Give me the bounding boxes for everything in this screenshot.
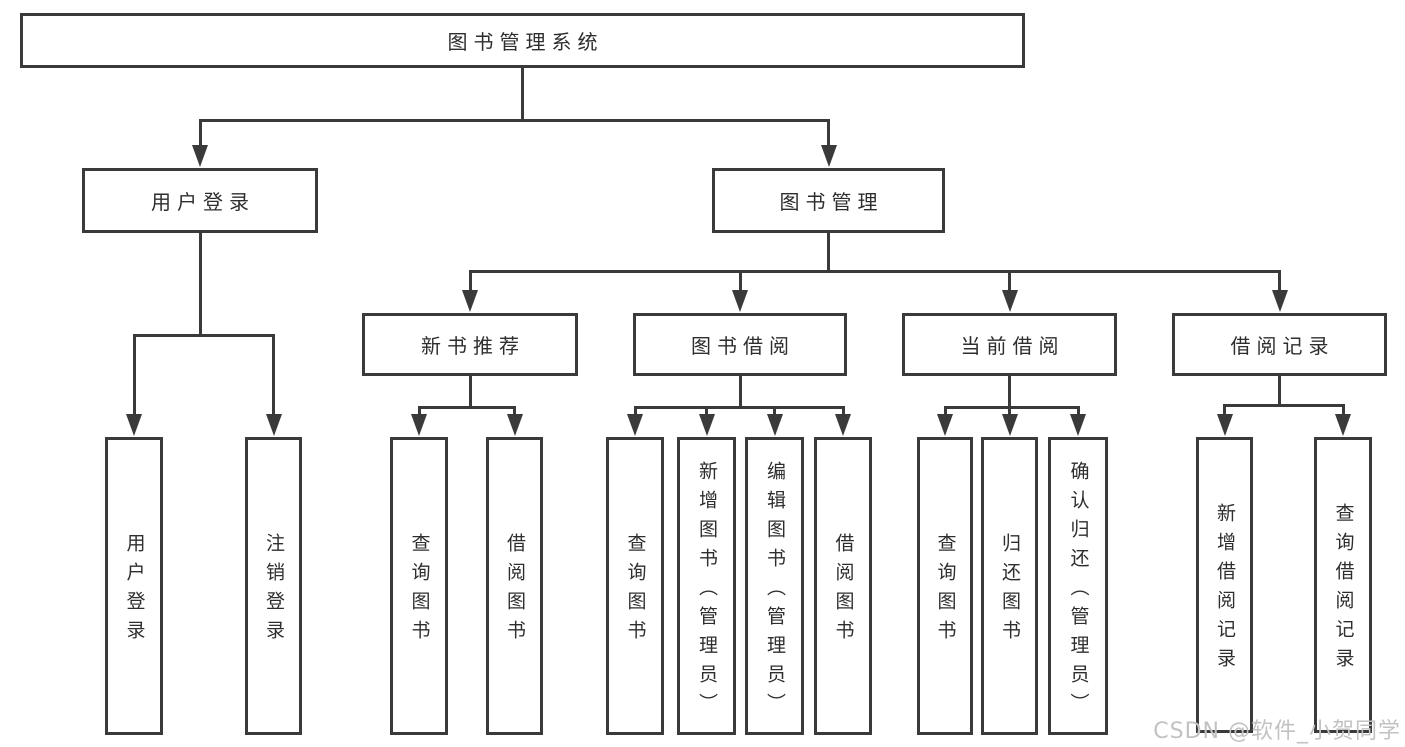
connector-line	[827, 119, 830, 160]
arrowhead-icon	[766, 414, 783, 436]
arrowhead-icon	[506, 414, 523, 436]
node-leaf-bb-add: 新增图书（管理员）	[677, 437, 736, 735]
connector-line	[943, 406, 1080, 409]
arrowhead-icon	[1335, 414, 1351, 436]
arrowhead-icon	[411, 414, 427, 436]
tree-node-label: 查询图书	[934, 533, 957, 649]
arrowhead-icon	[126, 414, 142, 436]
connector-line	[468, 270, 1281, 273]
node-leaf-nbr-query: 查询图书	[390, 437, 448, 735]
connector-line	[633, 406, 845, 409]
connector-line	[198, 119, 202, 160]
csdn-watermark: CSDN @软件_小贺同学	[1153, 719, 1401, 744]
tree-node-label: 新增图书（管理员）	[696, 460, 718, 722]
node-new-book-rec: 新书推荐	[362, 313, 578, 376]
node-leaf-br-query: 查询借阅记录	[1314, 437, 1372, 733]
arrowhead-icon	[835, 414, 851, 436]
tree-node-label: 新书推荐	[421, 334, 525, 358]
node-leaf-bb-edit: 编辑图书（管理员）	[745, 437, 804, 735]
connector-line	[132, 334, 136, 429]
node-book-borrow: 图书借阅	[633, 313, 847, 376]
node-current-borrow: 当前借阅	[902, 313, 1117, 376]
arrowhead-icon	[1216, 414, 1233, 436]
tree-node-label: 图书管理系统	[447, 30, 604, 54]
node-book-mgmt: 图书管理	[712, 168, 945, 233]
connector-line	[468, 376, 472, 409]
tree-node-label: 用户登录	[123, 533, 146, 649]
arrowhead-icon	[1271, 290, 1288, 312]
tree-node-label: 图书管理	[779, 190, 884, 214]
connector-line	[272, 334, 275, 429]
node-leaf-bb-query: 查询图书	[606, 437, 664, 735]
node-leaf-cb-return: 归还图书	[981, 437, 1038, 735]
node-leaf-logout: 注销登录	[245, 437, 302, 735]
arrowhead-icon	[1070, 414, 1086, 436]
tree-node-label: 确认归还（管理员）	[1067, 460, 1090, 722]
connector-line	[1008, 270, 1011, 305]
arrowhead-icon	[627, 414, 643, 436]
connector-line	[827, 233, 830, 273]
connector-line	[417, 406, 516, 409]
tree-node-label: 编辑图书（管理员）	[764, 460, 786, 722]
arrowhead-icon	[1001, 290, 1018, 312]
node-leaf-cb-query: 查询图书	[917, 437, 973, 735]
arrowhead-icon	[462, 290, 478, 312]
node-root: 图书管理系统	[20, 13, 1025, 68]
tree-node-label: 用户登录	[151, 190, 255, 214]
arrowhead-icon	[698, 414, 715, 436]
connector-line	[1008, 376, 1011, 409]
tree-node-label: 当前借阅	[960, 334, 1065, 358]
tree-node-label: 新增借阅记录	[1214, 503, 1236, 677]
tree-node-label: 查询图书	[408, 533, 431, 649]
node-leaf-user-login: 用户登录	[105, 437, 163, 735]
tree-node-label: 查询图书	[624, 533, 647, 649]
connector-line	[198, 119, 830, 122]
connector-line	[1278, 270, 1281, 305]
node-leaf-cb-confirm: 确认归还（管理员）	[1048, 437, 1108, 735]
arrowhead-icon	[937, 414, 953, 436]
arrowhead-icon	[820, 145, 837, 167]
arrowhead-icon	[192, 145, 208, 167]
connector-line	[738, 270, 742, 305]
tree-node-label: 借阅图书	[504, 533, 526, 649]
connector-line	[521, 68, 524, 122]
node-borrow-record: 借阅记录	[1172, 313, 1387, 376]
connector-line	[1223, 404, 1345, 407]
node-user-login: 用户登录	[82, 168, 318, 233]
node-leaf-br-add: 新增借阅记录	[1196, 437, 1253, 733]
arrowhead-icon	[265, 414, 282, 436]
tree-node-label: 归还图书	[999, 533, 1021, 649]
node-leaf-nbr-borrow: 借阅图书	[486, 437, 543, 735]
arrowhead-icon	[732, 290, 748, 312]
tree-node-label: 图书借阅	[691, 334, 795, 358]
tree-node-label: 借阅图书	[832, 533, 855, 649]
tree-node-label: 借阅记录	[1230, 334, 1335, 358]
connector-line	[132, 334, 275, 337]
tree-node-label: 查询借阅记录	[1332, 503, 1355, 677]
connector-line	[198, 233, 202, 337]
connector-line	[738, 376, 742, 409]
node-leaf-bb-borrow: 借阅图书	[814, 437, 872, 735]
arrowhead-icon	[1001, 414, 1018, 436]
tree-node-label: 注销登录	[263, 533, 285, 649]
connector-line	[1278, 376, 1281, 407]
connector-line	[468, 270, 472, 305]
